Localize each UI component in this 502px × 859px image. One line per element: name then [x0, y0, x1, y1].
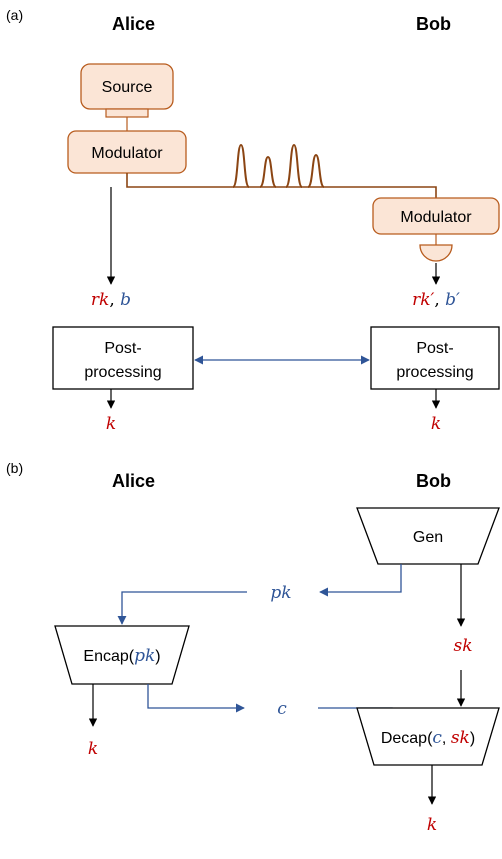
- detector-icon: [419, 244, 453, 262]
- optical-pulse: [307, 153, 325, 188]
- panel-b-bob-heading: Bob: [416, 471, 451, 491]
- optical-fiber: [126, 173, 437, 198]
- alice-post-processing-line2: processing: [84, 364, 161, 381]
- source-label: Source: [102, 79, 153, 96]
- pk-to-encap-arrow: [117, 591, 247, 625]
- public-key-label: pk: [270, 583, 291, 603]
- alice-shared-key: k: [88, 739, 98, 759]
- alice-raw-key-and-basis: rk, b: [91, 290, 131, 310]
- source-connector: [105, 108, 149, 118]
- bob-post-processing-box: [370, 326, 500, 390]
- panel-a-label: (a): [6, 7, 23, 23]
- panel-b: (b) Alice Bob Gen pk sk Encap(pk) c k De…: [6, 460, 500, 835]
- c-from-encap-arrow: [147, 684, 245, 713]
- encap-box: [54, 625, 190, 685]
- decap-label: Decap(c, sk): [381, 728, 475, 748]
- panel-b-alice-heading: Alice: [112, 471, 155, 491]
- decap-box: [356, 707, 500, 766]
- bob-modulator-label: Modulator: [400, 209, 472, 226]
- gen-box: [356, 507, 500, 565]
- bob-post-processing-line1: Post-: [416, 340, 453, 357]
- bob-shared-key: k: [427, 815, 437, 835]
- optical-pulse: [285, 143, 303, 188]
- alice-post-processing-line1: Post-: [104, 340, 141, 357]
- bob-post-processing-line2: processing: [396, 364, 473, 381]
- gen-label: Gen: [413, 529, 443, 546]
- optical-pulses: [232, 143, 325, 188]
- bob-raw-key-and-basis: rk′, b′: [412, 290, 460, 310]
- panel-a-alice-heading: Alice: [112, 14, 155, 34]
- optical-pulse: [232, 143, 250, 188]
- alice-post-processing-box: [52, 326, 194, 390]
- alice-modulator-label: Modulator: [91, 145, 163, 162]
- panel-a: (a) Alice Bob Source Modulator Modulator…: [6, 7, 500, 434]
- ciphertext-label: c: [277, 699, 287, 719]
- bob-key: k: [431, 414, 441, 434]
- secret-key-label: sk: [453, 636, 472, 656]
- optical-pulse: [259, 155, 277, 188]
- alice-key: k: [106, 414, 116, 434]
- encap-label: Encap(pk): [83, 646, 160, 666]
- pk-from-gen-arrow: [319, 564, 402, 597]
- panel-a-bob-heading: Bob: [416, 14, 451, 34]
- panel-b-label: (b): [6, 460, 23, 476]
